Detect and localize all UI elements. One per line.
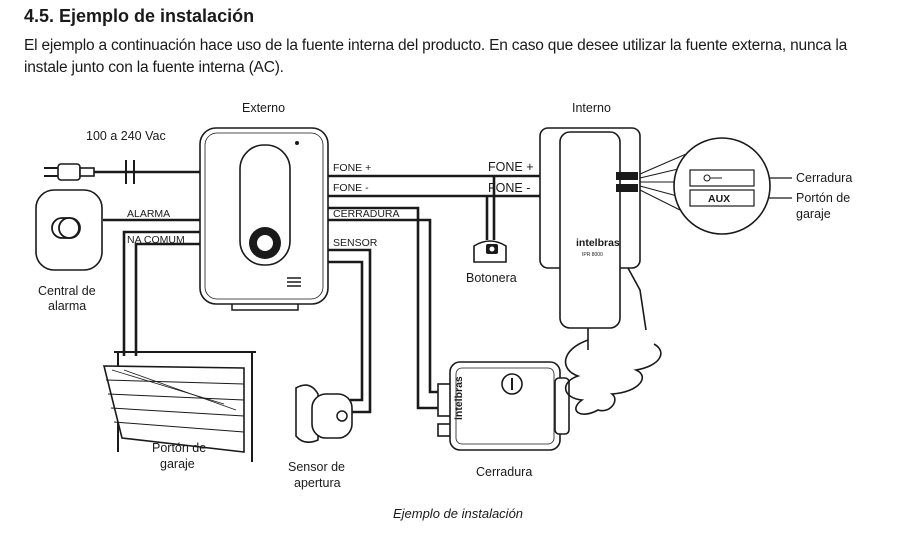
key-icon: [703, 174, 722, 182]
terminal-fone-minus: FONE -: [333, 182, 369, 194]
sensor-label-1: Sensor de: [288, 460, 345, 474]
section-title: 4.5. Ejemplo de instalación: [24, 6, 255, 26]
power-label: 100 a 240 Vac: [86, 129, 166, 143]
externo-label: Externo: [242, 101, 285, 115]
interno-fone-plus: FONE +: [488, 160, 534, 174]
alarm-central-icon: [35, 189, 103, 271]
interno-fone-minus: FONE -: [488, 181, 530, 195]
terminal-sensor: SENSOR: [333, 237, 378, 249]
interno-model: IPR 8000: [582, 252, 603, 258]
central-alarma-label-1: Central de: [38, 284, 96, 298]
interno-brand: intelbras: [576, 237, 620, 249]
cerradura-label: Cerradura: [476, 465, 532, 479]
electric-lock-icon: [437, 361, 570, 451]
lock-brand: intelbras: [453, 376, 465, 420]
callout-aux: AUX: [708, 193, 730, 205]
terminal-fone-plus: FONE +: [333, 162, 371, 174]
garage-door-icon: [102, 351, 256, 462]
opening-sensor-icon: [295, 384, 353, 444]
speaker-grille-icon: [287, 277, 301, 287]
porton-label-1: Portón de: [152, 441, 206, 455]
external-unit: [199, 127, 329, 311]
terminal-alarma: ALARMA: [127, 208, 170, 220]
figure-caption: Ejemplo de instalación: [392, 506, 524, 521]
push-button-icon: [473, 240, 507, 263]
callout-cerradura: Cerradura: [796, 171, 852, 185]
intro-paragraph: El ejemplo a continuación hace uso de la…: [24, 37, 848, 76]
internal-handset-unit: [539, 127, 662, 415]
interno-label: Interno: [572, 101, 611, 115]
porton-label-2: garaje: [160, 457, 195, 471]
sensor-label-2: apertura: [294, 476, 341, 490]
callout-porton-2: garaje: [796, 207, 831, 221]
botonera-label: Botonera: [466, 271, 517, 285]
button-callout: [673, 137, 771, 235]
power-plug-icon: [44, 160, 135, 184]
terminal-na-comum: NA COMUM: [127, 234, 185, 246]
central-alarma-label-2: alarma: [48, 299, 86, 313]
callout-porton-1: Portón de: [796, 191, 850, 205]
terminal-cerradura: CERRADURA: [333, 208, 400, 220]
